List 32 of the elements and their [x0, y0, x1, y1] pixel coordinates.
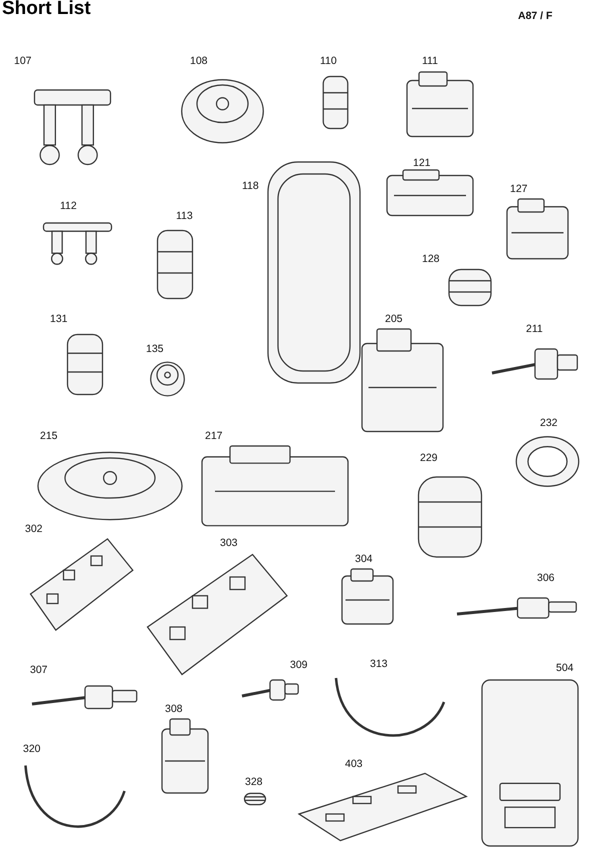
callout-number: 112: [60, 200, 77, 212]
callout-number: 403: [345, 758, 363, 770]
callout-number: 128: [422, 253, 440, 265]
callout-number: 131: [50, 313, 68, 325]
callout-number: 229: [420, 452, 438, 464]
callout-number: 107: [14, 55, 32, 67]
callout-number: 217: [205, 430, 223, 442]
callout-number: 232: [540, 417, 558, 429]
callout-number: 304: [355, 553, 373, 565]
callout-number: 303: [220, 537, 238, 549]
callout-number: 308: [165, 703, 183, 715]
callout-number: 118: [242, 180, 259, 192]
callout-number: 306: [537, 572, 555, 584]
reference-code: A87 / F: [518, 10, 552, 22]
callout-number: 121: [413, 157, 431, 169]
callout-number: 320: [23, 743, 41, 755]
callout-number: 205: [385, 313, 403, 325]
callout-number: 135: [146, 343, 164, 355]
callout-number: 111: [422, 55, 438, 67]
callout-number: 215: [40, 430, 58, 442]
callout-number: 309: [290, 659, 308, 671]
callout-number: 113: [176, 210, 193, 222]
callout-number: 108: [190, 55, 208, 67]
callout-number: 211: [526, 323, 543, 335]
callout-number: 307: [30, 664, 48, 676]
page-title: Short List: [2, 0, 91, 20]
callout-number: 302: [25, 523, 43, 535]
callout-number: 110: [320, 55, 337, 67]
callout-number: 504: [556, 662, 574, 674]
callout-number: 313: [370, 658, 388, 670]
callout-number: 127: [510, 183, 528, 195]
callout-number: 328: [245, 776, 263, 788]
